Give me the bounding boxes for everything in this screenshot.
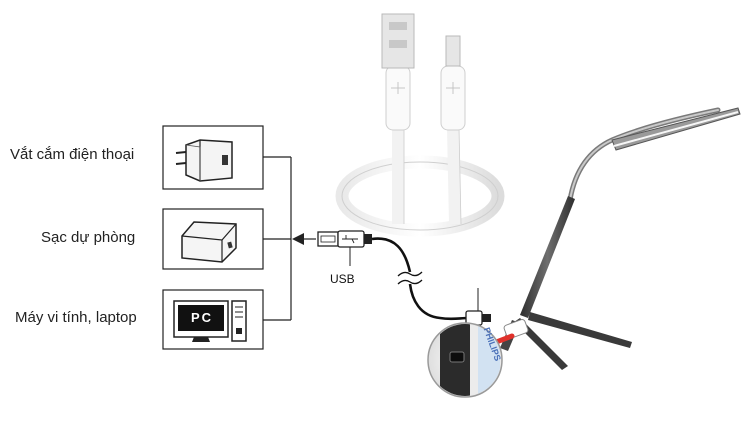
arrow-to-sources <box>292 233 316 245</box>
usb-a-plug <box>317 230 372 266</box>
micro-usb-plug <box>465 288 491 326</box>
wall-charger-icon <box>175 139 233 182</box>
cable-break-mark <box>397 271 423 285</box>
pc-screen-text: PC <box>191 310 214 325</box>
usb-cable-black <box>371 237 469 321</box>
desk-lamp-image <box>500 107 741 370</box>
label-wall-charger: Vắt cắm điện thoại <box>10 146 135 163</box>
pc-monitor-icon <box>173 300 247 342</box>
power-bank-icon <box>181 221 237 263</box>
label-usb: USB <box>330 272 355 286</box>
connector-bracket <box>263 156 292 321</box>
label-power-bank: Sạc dự phòng <box>41 229 136 246</box>
white-usb-cable-image <box>335 13 505 237</box>
label-pc-laptop: Máy vi tính, laptop <box>15 309 137 326</box>
